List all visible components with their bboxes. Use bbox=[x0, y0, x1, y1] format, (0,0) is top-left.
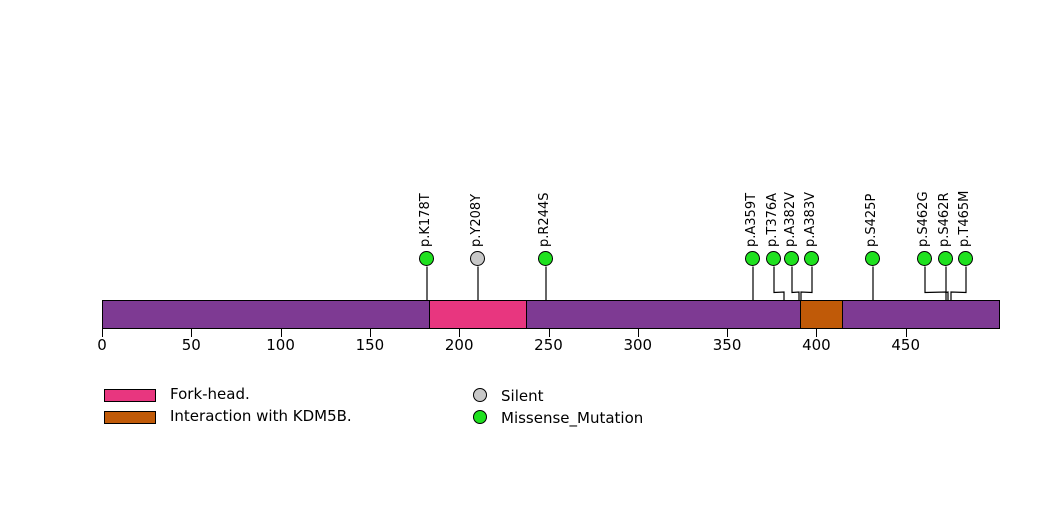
lollipop-head[interactable] bbox=[804, 251, 819, 266]
axis-tick bbox=[816, 329, 818, 337]
lollipop-head[interactable] bbox=[917, 251, 932, 266]
mutation-label: p.R244S bbox=[537, 192, 552, 247]
axis-tick-label: 450 bbox=[891, 336, 920, 354]
mutation-label: p.K178T bbox=[418, 193, 433, 247]
mutation-label: p.A383V bbox=[803, 192, 818, 247]
axis-tick bbox=[280, 329, 282, 337]
axis-tick bbox=[905, 329, 907, 337]
axis-tick bbox=[102, 329, 103, 337]
lollipop-head[interactable] bbox=[865, 251, 880, 266]
axis-tick-label: 100 bbox=[266, 336, 295, 354]
mutation-label: p.S462R bbox=[937, 192, 952, 247]
lollipop-stem bbox=[791, 266, 800, 300]
axis-tick-label: 200 bbox=[444, 336, 474, 354]
axis-tick-label: 350 bbox=[712, 336, 742, 354]
protein-domain[interactable] bbox=[428, 300, 528, 329]
lollipop-head[interactable] bbox=[419, 251, 434, 266]
lollipop-stem bbox=[773, 266, 785, 300]
axis-tick-label: 300 bbox=[623, 336, 653, 354]
legend-variant-label: Missense_Mutation bbox=[501, 409, 644, 427]
lollipop-head[interactable] bbox=[538, 251, 553, 266]
legend-variant-dot bbox=[473, 388, 487, 402]
lollipop-stem bbox=[800, 266, 813, 300]
axis-tick-label: 50 bbox=[181, 336, 201, 354]
axis-tick-label: 150 bbox=[355, 336, 385, 354]
legend-domain-label: Fork-head. bbox=[170, 385, 250, 403]
lollipop-stem bbox=[945, 266, 949, 300]
legend-domain-label: Interaction with KDM5B. bbox=[170, 407, 352, 425]
lollipop-head[interactable] bbox=[745, 251, 760, 266]
lollipop-stem bbox=[950, 266, 967, 300]
axis-tick-label: 400 bbox=[802, 336, 831, 354]
legend-domain-swatch bbox=[104, 411, 156, 424]
legend-variant-label: Silent bbox=[501, 387, 544, 405]
axis-tick bbox=[727, 329, 729, 337]
backbone-bar bbox=[102, 300, 1001, 329]
mutation-label: p.A359T bbox=[744, 192, 759, 247]
mutation-label: p.Y208Y bbox=[469, 193, 484, 247]
mutation-label: p.A382V bbox=[783, 192, 798, 247]
axis-tick bbox=[369, 329, 371, 337]
axis-tick bbox=[548, 329, 550, 337]
mutation-label: p.S462G bbox=[916, 191, 931, 247]
lollipop-head[interactable] bbox=[766, 251, 781, 266]
axis-tick-label: 0 bbox=[97, 336, 107, 354]
axis-tick bbox=[637, 329, 639, 337]
lollipop-head[interactable] bbox=[784, 251, 799, 266]
axis-tick bbox=[459, 329, 461, 337]
lollipop-head[interactable] bbox=[958, 251, 973, 266]
mutation-label: p.T376A bbox=[765, 192, 780, 247]
axis-tick bbox=[191, 329, 193, 337]
axis-tick-label: 250 bbox=[534, 336, 563, 354]
lollipop-head[interactable] bbox=[938, 251, 953, 266]
legend-variant-dot bbox=[473, 410, 487, 424]
protein-domain[interactable] bbox=[800, 300, 844, 329]
mutation-label: p.S425P bbox=[864, 193, 879, 247]
legend-domain-swatch bbox=[104, 389, 156, 402]
mutation-label: p.T465M bbox=[957, 190, 972, 247]
lollipop-head[interactable] bbox=[470, 251, 485, 266]
lollipop-stem bbox=[924, 266, 947, 300]
